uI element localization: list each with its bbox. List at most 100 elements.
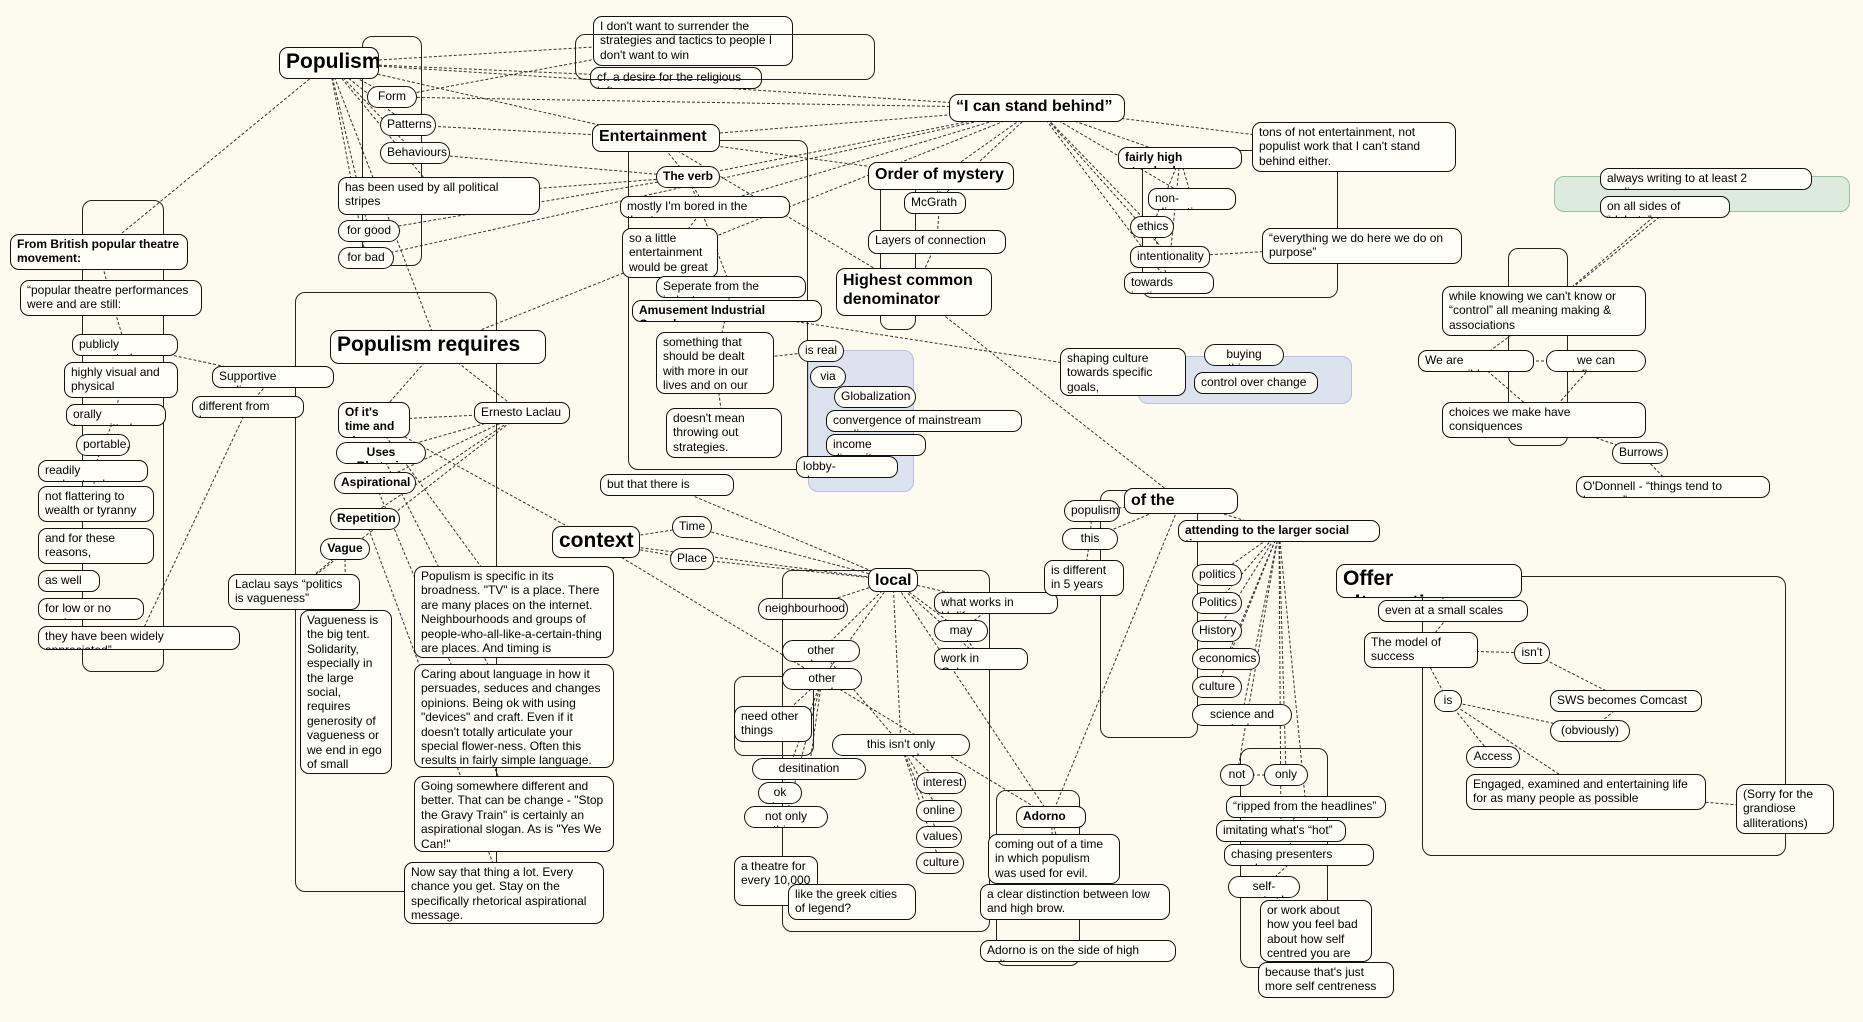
interest-node[interactable]: interest (916, 772, 966, 794)
i-can-stand-behind-node[interactable]: “I can stand behind” (949, 94, 1125, 122)
burrows-node[interactable]: Burrows (1612, 442, 1668, 464)
vague-node[interactable]: Vague (320, 538, 370, 560)
adorno-node[interactable]: Adorno (1016, 806, 1086, 828)
dont-surrender-node[interactable]: I don't want to surrender the strategies… (593, 16, 793, 66)
uses-rhetoric-node[interactable]: Uses Rhetoric (336, 442, 426, 464)
need-other-things-node[interactable]: need other things (734, 706, 812, 742)
not-node[interactable]: not (1220, 764, 1254, 786)
layers-of-connection-node[interactable]: Layers of connection (868, 230, 1006, 254)
what-works-halifax-node[interactable]: what works in Halifax (934, 592, 1058, 614)
work-in-calgary-node[interactable]: work in Calgary (934, 648, 1028, 670)
we-are-responsible-node[interactable]: We are responsible (1418, 350, 1534, 372)
supportive-audience-node[interactable]: Supportive audience (212, 366, 334, 388)
ok-too-node[interactable]: ok too (758, 782, 802, 804)
access-right-node[interactable]: Access (1466, 746, 1520, 768)
values-node[interactable]: values (916, 826, 962, 848)
isnt-node[interactable]: isn't (1514, 642, 1550, 664)
not-only-thing-node[interactable]: not only thing (744, 806, 828, 828)
popular-theatre-quote-node[interactable]: “popular theatre performances were and a… (20, 280, 202, 316)
now-say-node[interactable]: Now say that thing a lot. Every chance y… (404, 862, 604, 924)
towards-justice-node[interactable]: towards justice (1124, 272, 1214, 294)
aspirational-node[interactable]: Aspirational (334, 472, 416, 494)
of-its-time-node[interactable]: Of it's time and place. (338, 402, 410, 438)
of-the-moment-node[interactable]: of the moment (1124, 488, 1238, 514)
order-of-mystery-node[interactable]: Order of mystery (868, 162, 1014, 190)
as-well-as-node[interactable]: as well as (38, 570, 100, 592)
offer-alternatives-node[interactable]: Offer alternatives (1336, 564, 1522, 598)
dealt-with-node[interactable]: something that should be dealt with more… (656, 332, 774, 394)
context-node[interactable]: context (552, 526, 640, 558)
laclau-says-node[interactable]: Laclau says “politics is vagueness” (228, 574, 360, 610)
small-scales-node[interactable]: even at a small scales (1378, 600, 1528, 622)
populism-requires-node[interactable]: Populism requires (330, 330, 546, 364)
amusement-ic-node[interactable]: Amusement Industrial Complex (632, 300, 822, 322)
is-node[interactable]: is (1434, 690, 1462, 712)
engaged-life-node[interactable]: Engaged, examined and entertaining life … (1466, 774, 1706, 810)
behaviours-node[interactable]: Behaviours (380, 142, 450, 164)
different-from-large-node[interactable]: different from large (192, 396, 304, 418)
british-theatre-node[interactable]: From British popular theatre movement: (10, 234, 188, 270)
politics-upper-node[interactable]: Politics (1192, 592, 1242, 614)
little-entertainment-node[interactable]: so a little entertainment would be great (622, 228, 718, 278)
because-more-node[interactable]: because that's just more self centreness (1258, 962, 1394, 998)
buying-things-node[interactable]: buying things (1204, 344, 1284, 366)
lobby-democracy-node[interactable]: lobby-democracy (796, 456, 898, 478)
always-writing-node[interactable]: always writing to at least 2 audiences (1600, 168, 1812, 190)
imitating-hot-node[interactable]: imitating what's “hot” (1216, 820, 1346, 842)
convergence-node[interactable]: convergence of mainstream media (826, 410, 1022, 432)
not-only-geography-node[interactable]: this isn't only geography (832, 734, 970, 756)
separate-industry-node[interactable]: Seperate from the industry (656, 276, 806, 298)
greek-cities-node[interactable]: like the greek cities of legend? (788, 884, 916, 920)
ethics-node[interactable]: ethics (1130, 216, 1174, 238)
clear-distinction-node[interactable]: a clear distinction between low and high… (980, 884, 1170, 920)
not-throwing-node[interactable]: doesn't mean throwing out strategies. (666, 408, 782, 458)
different-5-years-node[interactable]: is different in 5 years (1044, 560, 1124, 596)
place-node[interactable]: Place (670, 548, 714, 570)
going-somewhere-node[interactable]: Going somewhere different and better. Th… (414, 776, 614, 852)
low-no-cost-node[interactable]: for low or no cost, (38, 598, 144, 620)
culture-right-node[interactable]: culture (1192, 676, 1242, 698)
neighbourhood-node[interactable]: neighbourhood (758, 598, 848, 620)
entertainment-node[interactable]: Entertainment (592, 124, 720, 152)
sws-comcast-node[interactable]: SWS becomes Comcast (1550, 690, 1702, 712)
obviously-node[interactable]: (obviously) (1550, 720, 1630, 742)
this-year-node[interactable]: this year (1062, 528, 1118, 550)
we-can-influence-node[interactable]: we can influence (1546, 350, 1646, 372)
while-knowing-node[interactable]: while knowing we can't know or “control”… (1442, 286, 1646, 336)
fairly-high-standard-node[interactable]: fairly high standard (1118, 147, 1242, 169)
used-by-all-node[interactable]: has been used by all political stripes (338, 177, 540, 215)
intentionality-node[interactable]: intentionality (1130, 246, 1210, 268)
chasing-presenters-node[interactable]: chasing presenters needs (1224, 844, 1374, 866)
history-node[interactable]: History (1192, 620, 1242, 642)
populism-specific-node[interactable]: Populism is specific in its broadness. "… (414, 566, 614, 658)
online-node[interactable]: online (916, 800, 962, 822)
populism-node[interactable]: Populism (279, 47, 379, 79)
repetition-node[interactable]: Repetition (330, 508, 400, 530)
form-node[interactable]: Form (367, 86, 417, 108)
self-centred-node[interactable]: self-centred (1228, 876, 1300, 898)
odonnell-node[interactable]: O'Donnell - “things tend to happen” (1576, 476, 1770, 498)
non-alienating-node[interactable]: non-alienating (1148, 188, 1236, 210)
portable-node[interactable]: portable, (76, 434, 130, 456)
mcgrath-node[interactable]: McGrath (904, 192, 966, 214)
for-bad-node[interactable]: for bad (338, 247, 394, 269)
orally-transmitted-node[interactable]: orally transmitted (66, 404, 166, 426)
may-not-node[interactable]: may not (934, 620, 988, 642)
ripped-headlines-node[interactable]: “ripped from the headlines” (1226, 796, 1386, 818)
the-verb-node[interactable]: The verb (656, 166, 720, 188)
publicly-supported-node[interactable]: publicly supported (72, 334, 178, 356)
highly-visual-node[interactable]: highly visual and physical (64, 362, 178, 398)
or-work-about-node[interactable]: or work about how you feel bad about how… (1260, 900, 1372, 962)
vagueness-big-tent-node[interactable]: Vagueness is the big tent. Solidarity, e… (300, 610, 392, 774)
choices-consequences-node[interactable]: choices we make have consiquences (1442, 402, 1646, 438)
other-places-node[interactable]: other places (782, 640, 860, 662)
readily-understood-node[interactable]: readily understood (38, 460, 148, 482)
economics-node[interactable]: economics (1192, 648, 1260, 670)
theatre-every-10000-node[interactable]: a theatre for every 10,000 (734, 856, 818, 906)
coming-out-node[interactable]: coming out of a time in which populism w… (988, 834, 1120, 884)
income-disparity-node[interactable]: income disparity (826, 434, 926, 456)
religious-left-node[interactable]: cf. a desire for the religious left (590, 67, 762, 89)
widely-appreciated-node[interactable]: they have been widely appreciated” (38, 626, 240, 650)
sorry-node[interactable]: (Sorry for the grandiose alliterations) (1736, 784, 1834, 834)
all-sides-debate-node[interactable]: on all sides of “debate” (1600, 196, 1730, 218)
